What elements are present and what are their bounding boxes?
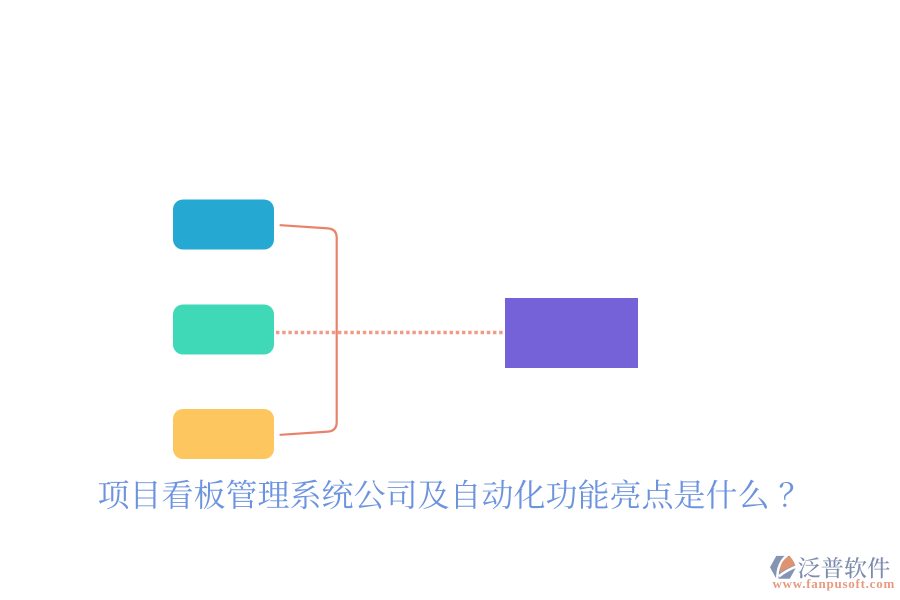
svg-text:www.fanpusoft.com: www.fanpusoft.com (773, 576, 896, 591)
